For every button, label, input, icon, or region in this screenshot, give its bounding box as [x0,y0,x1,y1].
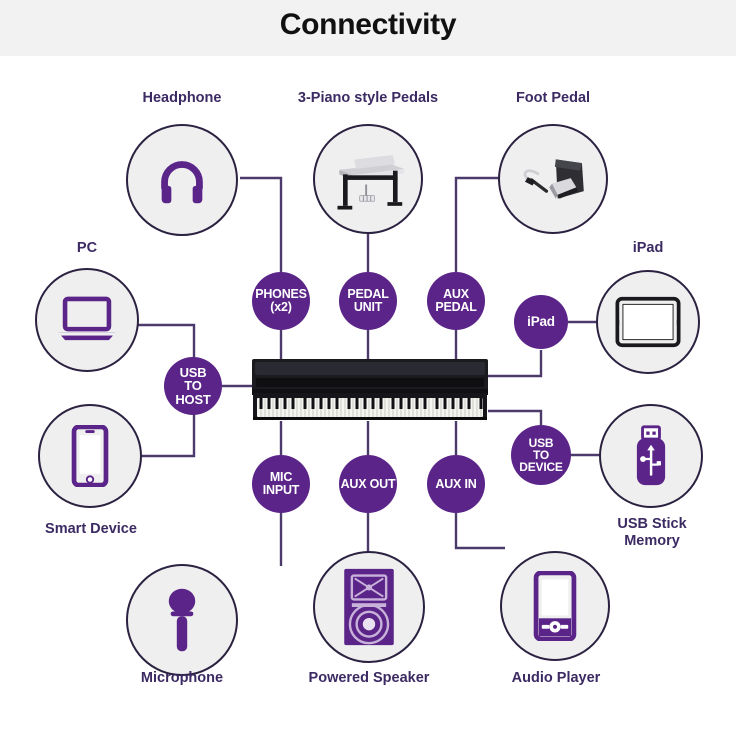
smartphone-icon [69,425,111,487]
port-usb-to-host[interactable]: USB TO HOST [164,357,222,415]
device-smart-device[interactable] [38,404,142,508]
port-aux-out-label: AUX OUT [340,476,396,491]
port-aux-pedal[interactable]: AUX PEDAL [427,272,485,330]
device-piano-pedals[interactable] [313,124,423,234]
wire-auxin-audioplayer [454,513,505,550]
port-ipad-label: iPad [527,314,555,330]
device-microphone[interactable] [126,564,238,676]
digital-piano [250,358,490,422]
port-aux-out[interactable]: AUX OUT [339,455,397,513]
device-usb-stick[interactable] [599,404,703,508]
device-audio-player[interactable] [500,551,610,661]
device-speaker[interactable] [313,551,425,663]
device-ipad[interactable] [596,270,700,374]
device-pc[interactable] [35,268,139,372]
port-ipad[interactable]: iPad [514,295,568,349]
device-headphone[interactable] [126,124,238,236]
port-mic-input-label: MIC INPUT [262,470,300,497]
port-mic-input[interactable]: MIC INPUT [252,455,310,513]
wire-headphone-phones [240,176,283,272]
page-title: Connectivity [279,8,457,41]
port-usb-to-host-label: USB TO HOST [175,365,211,407]
sustain-pedal-icon [511,146,595,212]
label-speaker: Powered Speaker [308,670,430,686]
port-phones[interactable]: PHONES (x2) [252,272,310,330]
label-usb-stick: USB Stick Memory [617,516,687,550]
port-phones-label: PHONES (x2) [255,287,307,314]
audio-player-icon [532,571,578,641]
headphone-icon [151,149,213,211]
port-pedal-unit-label: PEDAL UNIT [347,287,389,314]
label-foot-pedal: Foot Pedal [515,90,591,106]
speaker-icon [342,567,396,647]
header-band [0,0,736,56]
wire-ipadport-piano [488,350,543,378]
port-pedal-unit[interactable]: PEDAL UNIT [339,272,397,330]
wire-piano-usbdevice [488,409,543,425]
device-foot-pedal[interactable] [498,124,608,234]
wire-pc-usbhost [137,323,196,360]
microphone-icon [160,585,204,655]
tablet-icon [613,296,683,348]
port-aux-in-label: AUX IN [435,476,477,491]
port-usb-to-device[interactable]: USB TO DEVICE [511,425,571,485]
wire-smartdevice-usbhost [141,412,196,458]
piano-stand-pedals-icon [326,142,410,216]
label-microphone: Microphone [140,670,224,686]
usb-stick-icon [630,424,672,488]
port-aux-in[interactable]: AUX IN [427,455,485,513]
label-ipad: iPad [632,240,664,256]
laptop-icon [55,296,119,344]
port-usb-to-device-label: USB TO DEVICE [519,435,563,475]
label-audio-player: Audio Player [511,670,601,686]
label-smart-device: Smart Device [45,521,137,537]
label-headphone: Headphone [142,90,222,106]
wire-footpedal-auxpedal [454,176,500,272]
label-piano-pedals: 3-Piano style Pedals [297,90,439,106]
label-pc: PC [76,240,98,256]
port-aux-pedal-label: AUX PEDAL [435,287,477,314]
